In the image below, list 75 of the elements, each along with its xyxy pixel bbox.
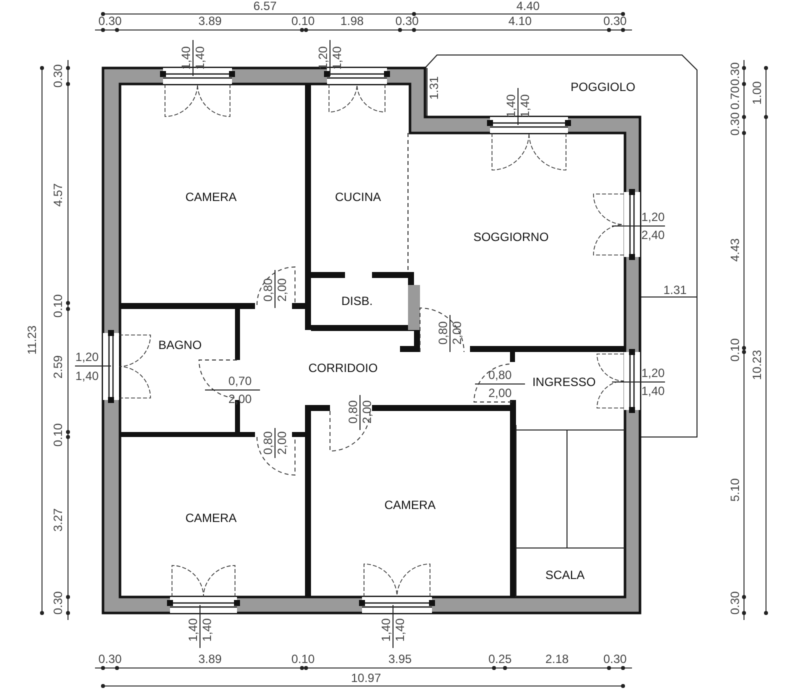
dimension-label: 0.30 bbox=[52, 64, 64, 88]
dimension-label: 0.30 bbox=[603, 653, 627, 665]
dimension-label: 3.89 bbox=[198, 15, 222, 27]
dimension-label: 2,00 bbox=[276, 431, 288, 455]
dimension-label: 1,40 bbox=[505, 94, 517, 118]
dimension-label: 3.95 bbox=[388, 653, 412, 665]
dimension-label: 1,40 bbox=[180, 46, 192, 70]
dimension-label: 0.10 bbox=[729, 338, 741, 362]
dimension-label: 2,00 bbox=[451, 321, 463, 345]
dimension-label: 0.10 bbox=[291, 15, 315, 27]
dimension-label: 4.40 bbox=[516, 0, 540, 12]
dimension-label: 0,80 bbox=[437, 321, 449, 345]
dimension-label: 10.97 bbox=[350, 672, 382, 684]
dimension-label: 1,20 bbox=[75, 351, 99, 363]
dimension-label: 1,20 bbox=[641, 367, 665, 379]
dimension-label: 6.57 bbox=[253, 0, 277, 12]
dimension-label: 2,00 bbox=[361, 400, 373, 424]
dimension-label: 1,20 bbox=[317, 46, 329, 70]
dimension-label: 0.30 bbox=[729, 62, 741, 86]
dimension-label: 1.31 bbox=[663, 284, 687, 296]
dimension-label: 0.10 bbox=[291, 653, 315, 665]
room-label: CORRIDOIO bbox=[308, 362, 378, 374]
dimension-label: 2,00 bbox=[228, 393, 252, 405]
room-label: BAGNO bbox=[158, 339, 202, 351]
room-label: INGRESSO bbox=[532, 376, 596, 388]
dimension-label: 4.10 bbox=[508, 15, 532, 27]
room-label: CAMERA bbox=[185, 191, 237, 203]
dimension-label: 2,00 bbox=[488, 387, 512, 399]
room-label: CUCINA bbox=[335, 191, 381, 203]
dimension-label: 1,40 bbox=[331, 46, 343, 70]
dimension-label: 0.30 bbox=[98, 653, 122, 665]
dimension-label: 5.10 bbox=[729, 478, 741, 502]
dimension-label: 0.30 bbox=[52, 591, 64, 615]
dimension-label: 2.18 bbox=[545, 653, 569, 665]
dimension-label: 3.89 bbox=[198, 653, 222, 665]
dimension-label: 1,40 bbox=[75, 370, 99, 382]
dimension-label: 1.00 bbox=[751, 81, 763, 105]
dimension-label: 0.30 bbox=[98, 15, 122, 27]
dimension-label: 0.30 bbox=[603, 15, 627, 27]
dimension-label: 0.30 bbox=[729, 591, 741, 615]
dimension-label: 1,20 bbox=[641, 211, 665, 223]
dimension-label: 2,40 bbox=[641, 229, 665, 241]
dimension-label: 0.10 bbox=[52, 294, 64, 318]
dimension-label: 4.57 bbox=[52, 183, 64, 207]
room-label: DISB. bbox=[341, 295, 373, 307]
dimension-label: 0,80 bbox=[262, 278, 274, 302]
dimension-label: 0.10 bbox=[52, 423, 64, 447]
dimension-label: 1,40 bbox=[201, 618, 213, 642]
room-label: POGGIOLO bbox=[570, 81, 636, 93]
dimension-label: 1,40 bbox=[394, 618, 406, 642]
dimension-label: 1.31 bbox=[428, 76, 440, 100]
dimension-label: 0.30 bbox=[395, 15, 419, 27]
room-label: CAMERA bbox=[185, 512, 237, 524]
room-label: SOGGIORNO bbox=[473, 231, 549, 243]
dimension-label: 0,80 bbox=[347, 400, 359, 424]
dimension-label: 1.98 bbox=[340, 15, 364, 27]
dimension-label: 11.23 bbox=[26, 325, 38, 355]
dimension-label: 1,40 bbox=[380, 618, 392, 642]
dimension-label: 0.30 bbox=[729, 112, 741, 136]
dimension-label: 3.27 bbox=[52, 508, 64, 532]
room-label: SCALA bbox=[545, 569, 585, 581]
dimension-label: 1,40 bbox=[519, 94, 531, 118]
dimension-label: 0,80 bbox=[488, 369, 512, 381]
dimension-label: 4.43 bbox=[729, 238, 741, 262]
dimension-label: 2,00 bbox=[276, 278, 288, 302]
dimension-label: 2.59 bbox=[52, 355, 64, 379]
dimension-label: 1,40 bbox=[187, 618, 199, 642]
dimension-label: 10.23 bbox=[751, 350, 763, 380]
dimension-label: 1,40 bbox=[194, 46, 206, 70]
dimension-label: 0,80 bbox=[262, 431, 274, 455]
dimension-label: 0.25 bbox=[488, 653, 512, 665]
dimension-label: 1,40 bbox=[641, 385, 665, 397]
dimension-label: 0,70 bbox=[228, 375, 252, 387]
dimension-label: 0.70 bbox=[729, 86, 741, 110]
room-label: CAMERA bbox=[384, 499, 436, 511]
